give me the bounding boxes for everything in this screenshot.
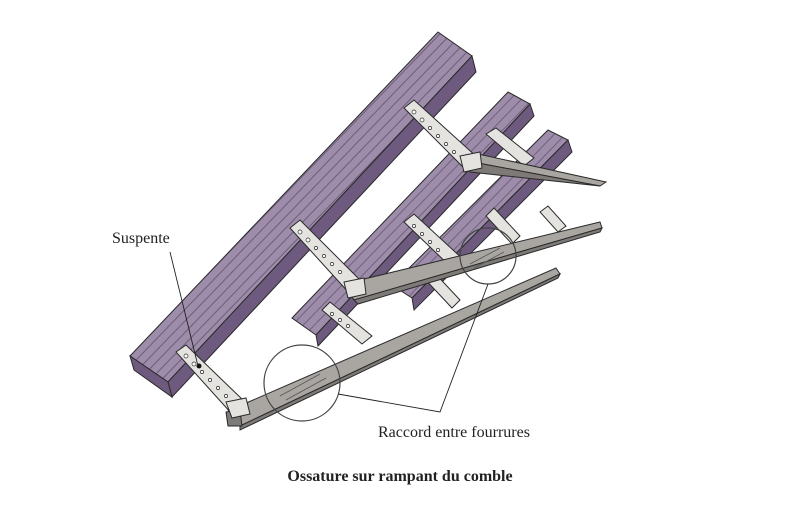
hanger-label: Suspente (112, 230, 170, 247)
hanger-strip (485, 207, 521, 245)
joint-label: Raccord entre fourrures (378, 424, 530, 441)
hanger-strip (539, 205, 567, 233)
rafter-front (129, 31, 477, 399)
figure-caption: Ossature sur rampant du comble (287, 468, 513, 485)
hanger-strip (321, 301, 373, 345)
hanger-foot (459, 151, 483, 173)
hanger-leader-line (169, 251, 199, 367)
hanger-holes (183, 109, 456, 398)
hanger-foot (225, 397, 251, 419)
joint-detail-circle (263, 344, 341, 422)
hanger-foot (343, 277, 367, 299)
joint-hatching (279, 247, 505, 401)
hanger-strip (485, 127, 535, 167)
joint-leader-line (337, 283, 489, 413)
